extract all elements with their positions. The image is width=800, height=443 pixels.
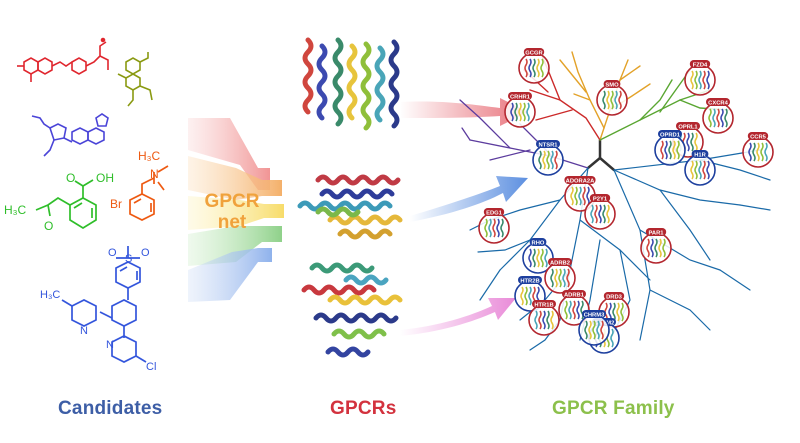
tree-hub	[586, 138, 616, 172]
blue-label-s: S	[125, 253, 132, 265]
caption-gpcr-family: GPCR Family	[552, 398, 675, 419]
net-arrow-yellow	[188, 196, 284, 230]
molecule-blue-violet	[31, 113, 109, 157]
receptor-tag-label: P2Y1	[593, 196, 608, 202]
receptor-tag-label: OPRL1	[678, 124, 698, 130]
receptor-adrb2: ADRB2	[544, 258, 576, 294]
receptor-tag-label: GCGR	[525, 50, 543, 56]
net-arrow-blue	[188, 248, 272, 302]
gpcr-bundle-3	[301, 262, 403, 358]
blue-label-o2: O	[141, 247, 150, 259]
molecule-red	[17, 37, 109, 82]
orange-label-br: Br	[110, 197, 122, 211]
receptor-edg1: EDG1	[478, 208, 510, 244]
molecule-blue	[61, 246, 147, 363]
receptor-ccr5: CCR5	[742, 132, 774, 168]
orange-label-n: N	[150, 167, 159, 181]
receptor-tag-label: HTR1B	[534, 302, 553, 308]
blue-label-n1: N	[80, 325, 88, 337]
receptor-smo: SMO	[596, 80, 628, 116]
receptor-htr1b: HTR1B	[528, 300, 560, 336]
gpcr-bundle-2	[297, 174, 403, 240]
receptor-chrm3: CHRM3	[578, 310, 610, 346]
receptor-tag-label: DRD3	[606, 294, 623, 300]
green-label-o1: O	[66, 171, 75, 185]
blue-label-o1: O	[108, 247, 117, 259]
gpcr-net-label-line1: GPCR	[204, 191, 260, 212]
molecule-olive	[117, 52, 153, 107]
receptor-tag-label: ADRB1	[564, 292, 585, 298]
gpcr-structures	[297, 37, 403, 358]
gpcr-to-family-arrows	[400, 98, 528, 336]
green-label-o2: O	[44, 219, 53, 233]
molecule-green	[35, 179, 97, 229]
gpcr-net-arrows	[188, 118, 284, 302]
orange-label-h3c: H₃C	[138, 149, 161, 163]
gpcr-net-label-line2: net	[217, 212, 247, 233]
receptor-h1r: H1R	[684, 150, 716, 186]
receptor-tag-label: FZD4	[693, 62, 708, 68]
receptor-tag-label: HTR2B	[520, 278, 539, 284]
receptor-oprd1: OPRD1	[654, 130, 686, 166]
caption-gpcrs: GPCRs	[330, 398, 397, 419]
receptor-ntsr1: NTSR1	[532, 140, 564, 176]
receptor-cxcr4: CXCR4	[702, 98, 734, 134]
gpcr-bundle-1	[302, 37, 400, 131]
receptor-tag-label: EDG1	[486, 210, 503, 216]
receptor-tag-label: OPRD1	[660, 132, 681, 138]
caption-candidates: Candidates	[58, 398, 163, 419]
net-arrow-green	[188, 226, 282, 266]
receptor-tag-label: CXCR4	[708, 100, 728, 106]
receptor-tag-label: CRHR1	[510, 94, 531, 100]
net-arrow-red	[188, 118, 270, 190]
receptor-tag-label: CHRM3	[584, 312, 605, 318]
receptor-tag-label: NTSR1	[538, 142, 558, 148]
receptor-gcgr: GCGR	[518, 48, 550, 84]
receptor-rho: RHO	[522, 238, 554, 274]
arrow-red	[400, 98, 528, 126]
green-label-oh: OH	[96, 171, 114, 185]
receptor-tag-label: ADRB2	[550, 260, 570, 266]
molecule-orange	[129, 165, 169, 221]
receptor-crhr1: CRHR1	[504, 92, 536, 128]
green-label-h3c: H₃C	[4, 203, 27, 217]
arrow-blue	[410, 176, 528, 222]
receptor-tag-label: RHO	[532, 240, 545, 246]
receptor-p2y1: P2Y1	[584, 194, 616, 230]
receptor-drd3: DRD3	[598, 292, 630, 328]
receptor-fzd4: FZD4	[684, 60, 716, 96]
receptor-tag-label: SMO	[605, 82, 619, 88]
receptor-tag-label: CCR5	[750, 134, 767, 140]
net-arrow-orange	[188, 156, 282, 200]
receptor-adrb1: ADRB1	[558, 290, 590, 326]
blue-label-n2: N	[106, 339, 114, 351]
receptor-tag-label: PAR1	[648, 230, 664, 236]
receptor-tag-label: ADORA2A	[566, 178, 595, 184]
receptor-tag-label: H1R	[694, 152, 706, 158]
arrow-pink	[400, 298, 516, 336]
blue-label-h3c: H₃C	[40, 289, 60, 301]
receptor-par1: PAR1	[640, 228, 672, 264]
blue-label-cl: Cl	[146, 361, 156, 373]
